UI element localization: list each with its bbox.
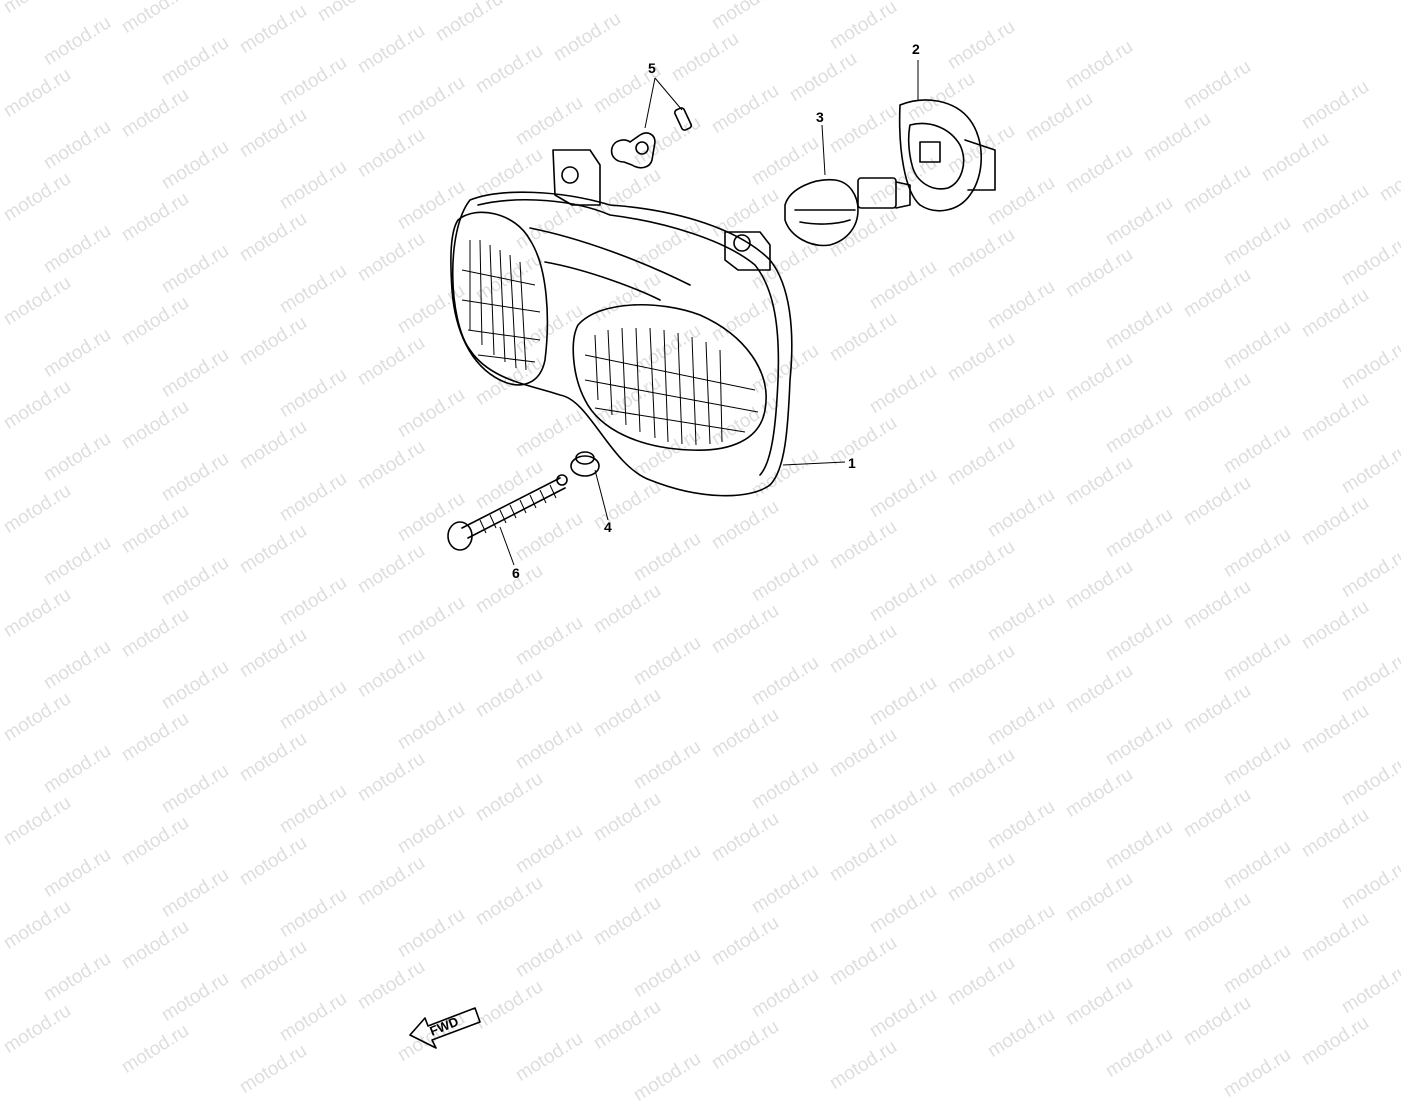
headlight-assembly xyxy=(450,149,793,497)
headlight-bulb xyxy=(784,177,911,247)
bulb-socket xyxy=(898,99,996,212)
grommet xyxy=(570,451,600,477)
watermark-text: motod.ru xyxy=(630,1048,705,1106)
callout-6: 6 xyxy=(512,565,520,581)
headlight-exploded-diagram: 1 2 3 4 5 6 FWD xyxy=(409,41,996,1049)
callout-3: 3 xyxy=(816,109,824,125)
forward-direction-indicator: FWD xyxy=(409,1007,481,1049)
callout-4: 4 xyxy=(604,519,612,535)
leader-lines xyxy=(499,60,919,566)
pilot-bulb-socket xyxy=(610,107,692,169)
adjusting-screw xyxy=(447,474,568,551)
callout-2: 2 xyxy=(912,41,920,57)
watermark-text: motod.ru xyxy=(1220,1044,1295,1102)
callout-5: 5 xyxy=(648,60,656,76)
callout-1: 1 xyxy=(848,455,856,471)
